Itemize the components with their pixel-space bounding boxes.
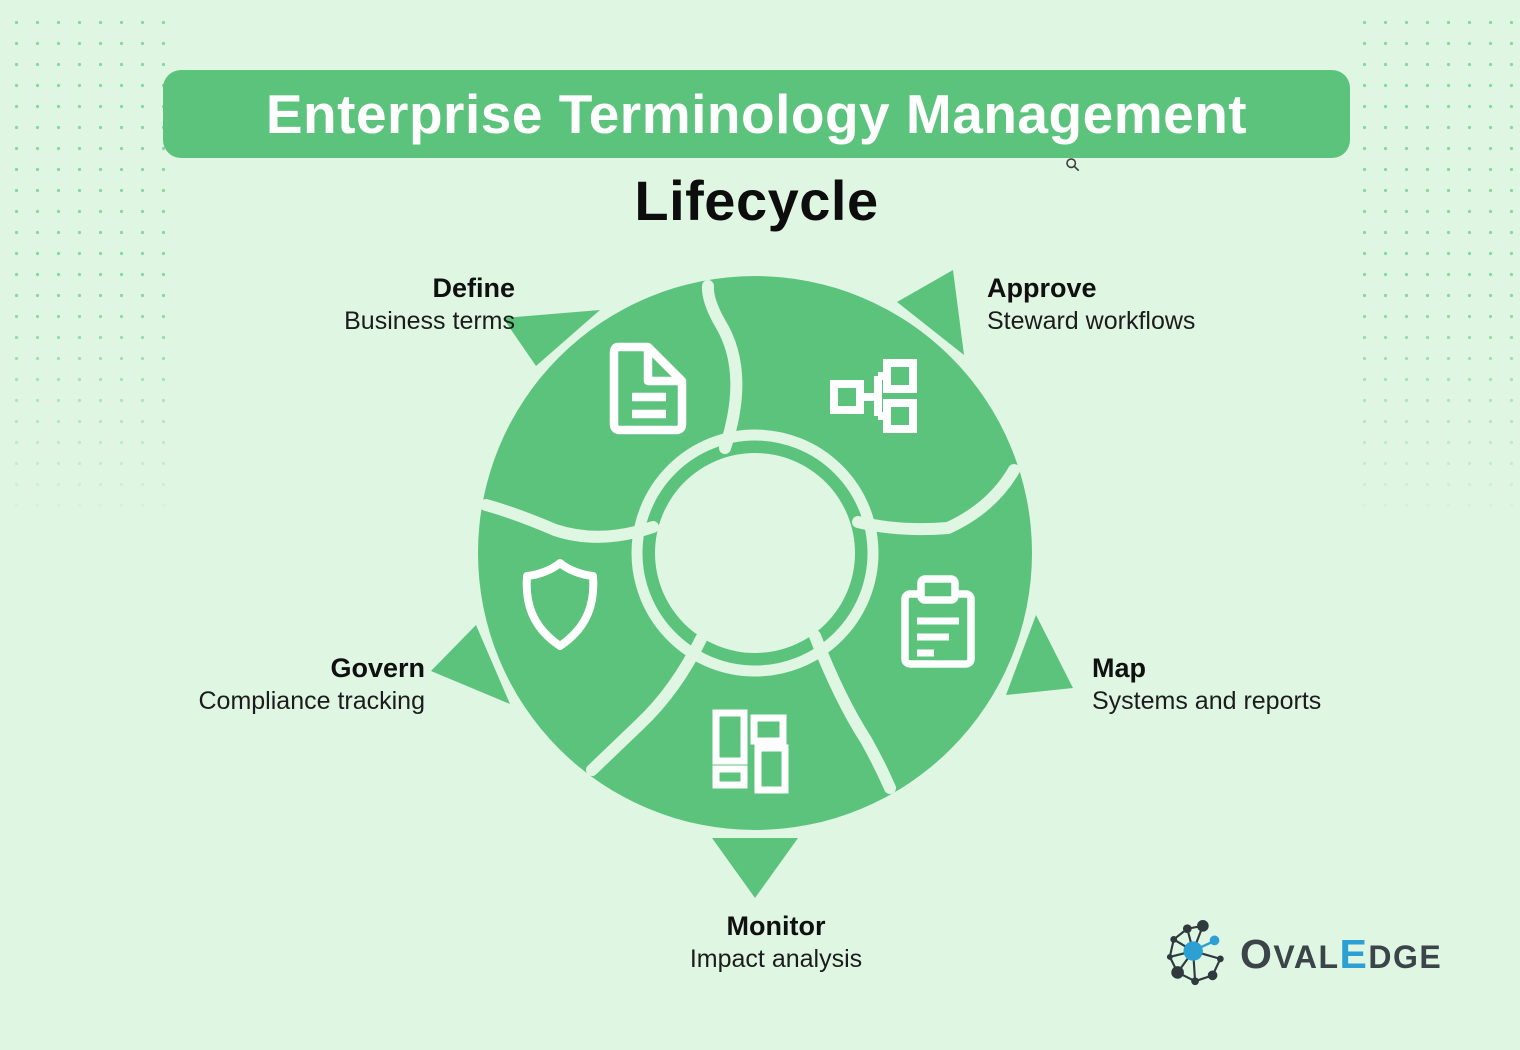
stage-name: Map — [1092, 653, 1146, 683]
stage-name: Govern — [330, 653, 425, 683]
stage-description: Compliance tracking — [198, 687, 426, 715]
search-icon[interactable] — [1065, 157, 1081, 173]
stage-name: Monitor — [726, 911, 826, 941]
inner-ring — [631, 429, 879, 677]
map-arrow — [1006, 615, 1073, 695]
clipboard-icon — [901, 575, 975, 668]
approve-arrow — [897, 270, 964, 355]
brand-accent-letter: E — [1339, 930, 1369, 977]
segment-divider — [852, 464, 1020, 536]
stage-description: Business terms — [344, 307, 515, 335]
title-banner: Enterprise Terminology Management — [163, 70, 1350, 158]
stage-label-define: Define Business terms — [344, 272, 515, 338]
segment-divider — [480, 499, 659, 543]
stage-label-monitor: Monitor Impact analysis — [690, 910, 862, 976]
hub-disc — [655, 453, 855, 653]
govern-arrow — [431, 625, 510, 704]
brand-letters: VAL — [1273, 938, 1340, 975]
network-graph-icon — [1166, 920, 1224, 986]
shield-icon — [522, 559, 598, 650]
page-title: Enterprise Terminology Management — [265, 83, 1248, 145]
stage-description: Systems and reports — [1092, 687, 1322, 715]
dashboard-icon — [712, 709, 789, 794]
stage-name: Approve — [987, 273, 1097, 303]
stage-description: Steward workflows — [987, 307, 1196, 335]
segment-divider — [701, 280, 743, 454]
brand-letter: O — [1240, 930, 1274, 977]
define-arrow — [503, 310, 600, 366]
stage-label-approve: Approve Steward workflows — [987, 272, 1195, 338]
stage-name: Define — [432, 273, 515, 303]
workflow-icon — [830, 359, 917, 433]
dot-pattern-left — [0, 8, 168, 540]
segment-divider — [586, 633, 707, 776]
brand-letters: DGE — [1368, 938, 1443, 975]
dot-pattern-right — [1348, 8, 1520, 540]
monitor-arrow — [712, 838, 798, 898]
document-icon — [609, 342, 687, 435]
stage-label-map: Map Systems and reports — [1092, 652, 1321, 718]
stage-label-govern: Govern Compliance tracking — [199, 652, 426, 718]
page-subtitle: Lifecycle — [634, 169, 879, 232]
segment-divider — [809, 630, 896, 794]
stage-description: Impact analysis — [689, 945, 863, 973]
